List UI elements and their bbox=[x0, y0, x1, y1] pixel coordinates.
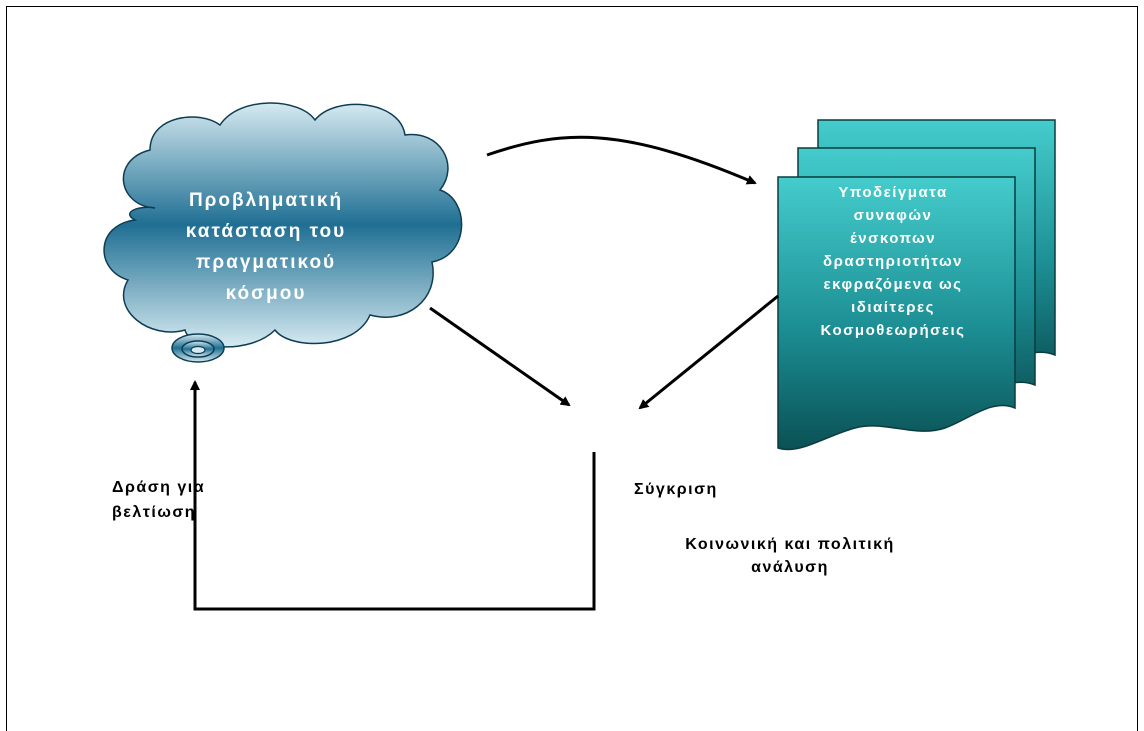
analysis-label-line-1: Κοινωνική και πολιτική bbox=[685, 536, 895, 553]
cloud-label: Προβληματική κατάσταση του πραγματικού κ… bbox=[186, 190, 346, 304]
arrow-cloud-to-documents bbox=[486, 135, 757, 185]
comparison-label: Σύγκριση bbox=[634, 481, 718, 498]
doc-line-6: ιδιαίτερες bbox=[851, 299, 935, 316]
cloud-line-1: Προβληματική bbox=[189, 190, 343, 211]
action-label-line-2: βελτίωση bbox=[112, 504, 196, 521]
doc-line-7: Κοσμοθεωρήσεις bbox=[821, 322, 966, 339]
doc-line-2: συναφών bbox=[854, 207, 933, 224]
analysis-label-line-2: ανάλυση bbox=[751, 559, 829, 576]
cloud-line-2: κατάσταση του bbox=[186, 221, 346, 242]
cloud-shape bbox=[103, 102, 463, 363]
cloud-line-3: πραγματικού bbox=[196, 252, 336, 273]
documents-label: Υποδείγματα συναφών ένσκοπων δραστηριοτή… bbox=[821, 184, 966, 339]
doc-line-4: δραστηριοτήτων bbox=[823, 253, 963, 270]
arrow-documents-to-comparison bbox=[638, 294, 779, 410]
arrow-cloud-to-comparison bbox=[429, 306, 571, 407]
frame bbox=[6, 6, 1138, 731]
documents-stack bbox=[777, 119, 1056, 451]
cloud-line-4: κόσμου bbox=[226, 283, 307, 304]
doc-line-3: ένσκοπων bbox=[850, 230, 936, 247]
doc-line-5: εκφραζόμενα ως bbox=[824, 276, 963, 293]
action-label-line-1: Δράση για bbox=[112, 479, 205, 496]
doc-line-1: Υποδείγματα bbox=[838, 184, 947, 201]
feedback-loop-line bbox=[190, 380, 596, 611]
